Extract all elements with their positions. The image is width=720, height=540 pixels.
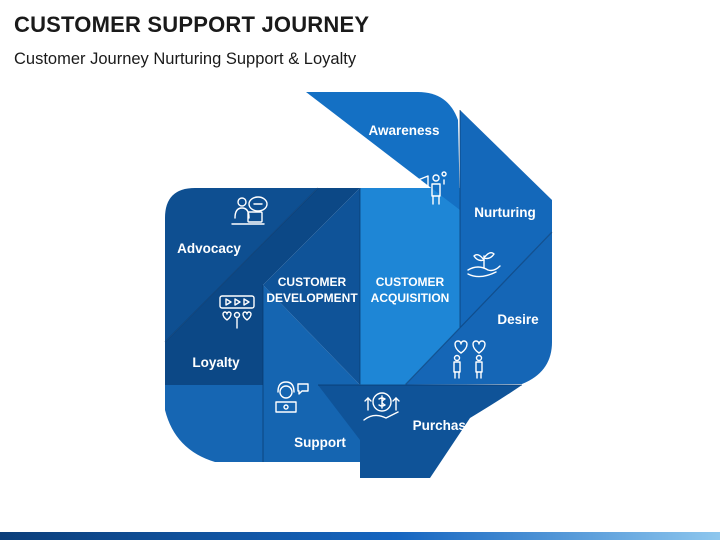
person-speech-icon [231,196,268,225]
segment-awareness [306,92,460,210]
segment-support [165,385,263,462]
segment-purchase [318,385,522,478]
headset-agent-icon [275,381,309,413]
stage-label-purchase: Purchase [413,418,474,433]
segment-support-upper [263,285,360,462]
hand-plant-icon [467,251,501,278]
development-label-line1: CUSTOMER [278,275,347,289]
people-hearts-icon [453,340,486,379]
hand-money-icon [363,392,400,421]
segment-acquisition-center [360,188,460,385]
segment-development-center [263,188,360,385]
acquisition-label-line1: CUSTOMER [376,275,445,289]
stage-label-awareness: Awareness [368,123,439,138]
segment-dividers [164,110,553,462]
stage-label-loyalty: Loyalty [192,355,240,370]
stage-label-desire: Desire [497,312,539,327]
video-hearts-icon [219,295,255,329]
page-subtitle: Customer Journey Nurturing Support & Loy… [14,50,357,68]
megaphone-person-icon [417,171,447,205]
bottom-accent-bar [0,532,720,540]
segment-nurturing [460,110,552,328]
stage-label-nurturing: Nurturing [474,205,536,220]
stage-label-advocacy: Advocacy [177,241,241,256]
development-label-line2: DEVELOPMENT [266,291,358,305]
page-title: CUSTOMER SUPPORT JOURNEY [14,12,370,37]
acquisition-label-line2: ACQUISITION [371,291,450,305]
stage-label-support: Support [294,435,346,450]
